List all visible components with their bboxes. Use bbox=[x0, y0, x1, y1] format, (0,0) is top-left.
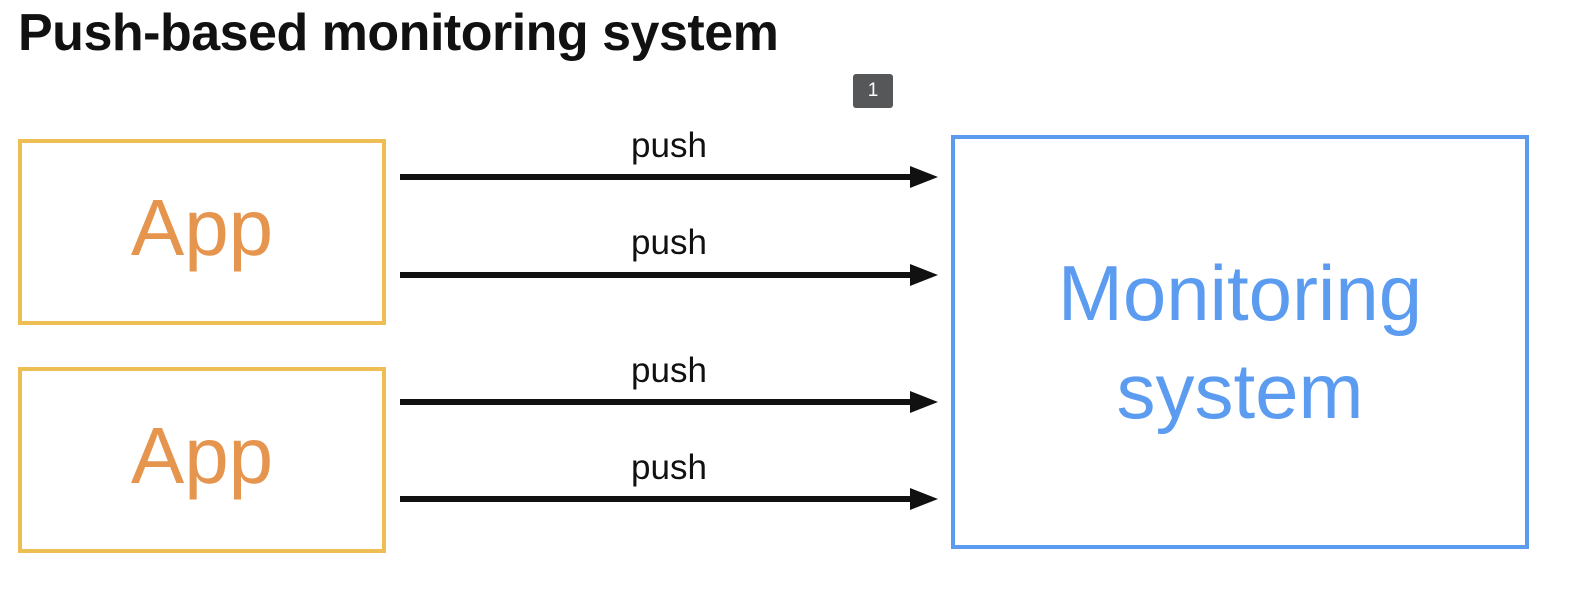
monitoring-system-label-line1: Monitoring bbox=[1057, 249, 1423, 337]
monitoring-system-box: Monitoring system bbox=[951, 135, 1529, 549]
page-title: Push-based monitoring system bbox=[18, 4, 779, 62]
push-arrow-2 bbox=[400, 262, 938, 288]
app-box-2: App bbox=[18, 367, 386, 553]
app-box-2-label: App bbox=[130, 411, 274, 500]
app-box-1: App bbox=[18, 139, 386, 325]
push-label-1: push bbox=[631, 126, 707, 165]
push-arrow-3 bbox=[400, 389, 938, 415]
push-arrow-1 bbox=[400, 164, 938, 190]
push-arrow-4 bbox=[400, 486, 938, 512]
push-label-2: push bbox=[631, 223, 707, 262]
push-label-3: push bbox=[631, 351, 707, 390]
push-label-4: push bbox=[631, 448, 707, 487]
app-box-1-label: App bbox=[130, 183, 274, 272]
step-badge: 1 bbox=[853, 74, 893, 108]
monitoring-system-label-line2: system bbox=[1116, 347, 1364, 435]
